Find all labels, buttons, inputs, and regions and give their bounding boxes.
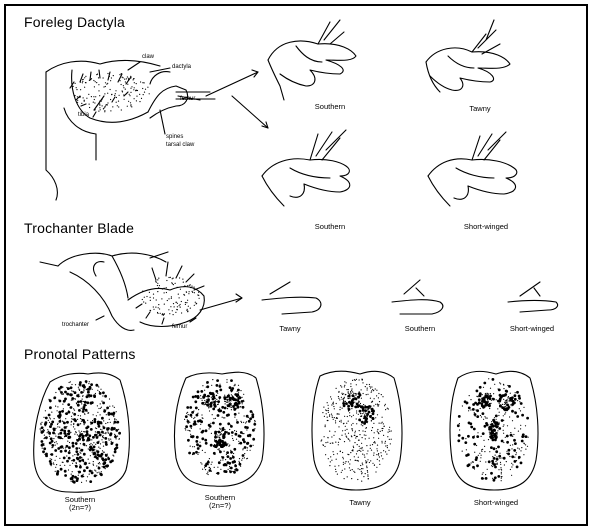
dactyla-variant-4: [428, 132, 517, 206]
trochanter-variant-2: [392, 280, 443, 314]
trochanter-label-1: Tawny: [266, 324, 314, 333]
trochanter-label-2: Southern: [392, 324, 448, 333]
dactyla-label-1: Southern: [300, 102, 360, 111]
callout-trochanter: trochanter: [62, 322, 89, 329]
callout-claw: claw: [142, 54, 154, 61]
trochanter-variant-3: [508, 282, 558, 312]
dactyla-label-2: Tawny: [450, 104, 510, 113]
stipple-pattern: [40, 73, 529, 484]
pronotal-shape-1: [34, 373, 130, 492]
dactyla-label-4: Short-winged: [446, 222, 526, 231]
dactyla-label-3: Southern: [300, 222, 360, 231]
dactyla-variant-2: [426, 20, 510, 92]
pronotal-label-2: Southern (2n=?): [190, 494, 250, 510]
pronotal-label-1: Southern (2n=?): [50, 496, 110, 512]
dactyla-variant-1: [268, 20, 356, 100]
pronotal-label-4: Short-winged: [454, 498, 538, 507]
foreleg-anatomy-drawing: [46, 60, 268, 200]
trochanter-label-3: Short-winged: [496, 324, 568, 333]
trochanter-variant-1: [262, 282, 321, 314]
pronotal-label-3: Tawny: [330, 498, 390, 507]
callout-spines: spines: [166, 134, 183, 141]
callout-femur: femur: [180, 96, 195, 103]
callout-tarsal-claw: tarsal claw: [166, 142, 194, 149]
trochanter-anatomy-drawing: [40, 252, 242, 330]
dactyla-variant-3: [262, 130, 350, 206]
callout-dactyla: dactyla: [172, 64, 191, 71]
pronotal-shape-2: [174, 372, 264, 486]
callout-trochanter-femur: femur: [172, 324, 187, 331]
pronotal-shape-3: [312, 371, 402, 490]
callout-tibia: tibia: [78, 112, 89, 119]
